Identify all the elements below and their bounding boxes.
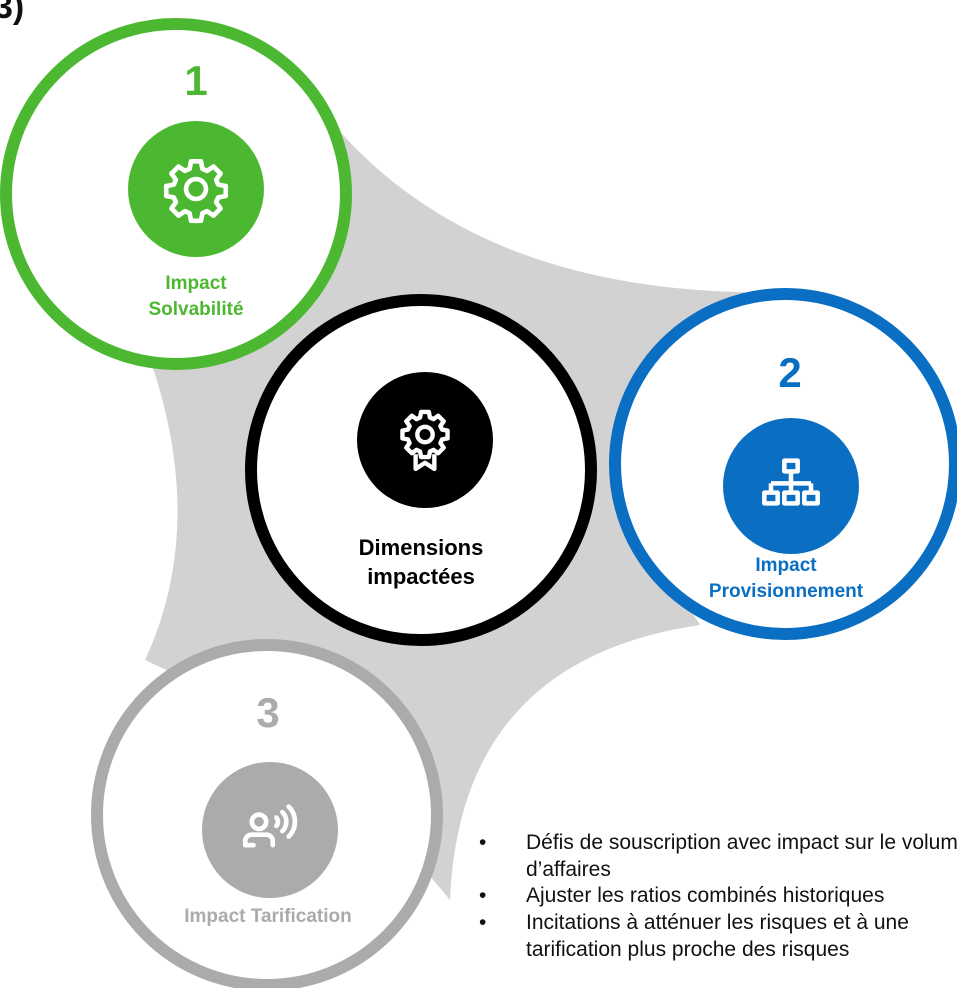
bullet-list: • Défis de souscription avec impact sur … (463, 830, 957, 963)
node-label-line2: Provisionnement (708, 580, 864, 602)
node-number: 3 (256, 689, 280, 736)
bullet-text: Incitations à atténuer les risques et à … (526, 910, 909, 961)
figure-label: 3) (0, 0, 25, 26)
node-label: Impact Tarification (133, 904, 403, 930)
bullet-marker: • (479, 910, 487, 934)
node-label: Impact Solvabilité (110, 271, 282, 322)
bullet-text: Ajuster les ratios combinés historiques (526, 884, 885, 908)
bullet-item: • Ajuster les ratios combinés historique… (463, 883, 957, 910)
hierarchy-icon (723, 418, 859, 554)
node-label-line1: Impact (165, 273, 227, 294)
bullet-text: Défis de souscription avec impact sur le… (526, 831, 957, 881)
node-label-line1: Impact Tarification (184, 906, 352, 927)
node-label-line1: Impact (755, 555, 817, 576)
node-label-line2: Solvabilité (148, 298, 244, 320)
award-gear-icon (357, 372, 493, 508)
bullet-item: • Défis de souscription avec impact sur … (463, 830, 957, 883)
node-number: 1 (184, 57, 208, 104)
center-label-line1: Dimensions (358, 535, 484, 560)
center-label-line2: impactées (367, 563, 475, 589)
bullet-item: • Incitations à atténuer les risques et … (463, 910, 957, 963)
center-label: Dimensions impactées (316, 534, 526, 591)
speaker-person-icon (202, 762, 338, 898)
node-label: Impact Provisionnement (676, 553, 896, 604)
bullet-marker: • (479, 884, 487, 908)
node-number: 2 (778, 349, 802, 396)
bullet-marker: • (479, 831, 487, 854)
gear-icon (128, 121, 264, 257)
